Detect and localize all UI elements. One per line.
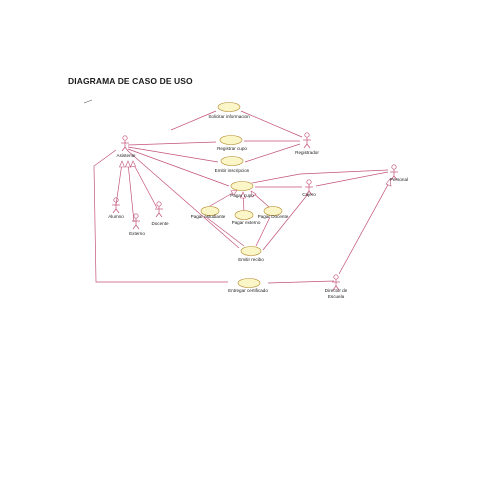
actor-director-escuela[interactable]: Director de Escuela [325,274,348,299]
usecase-label: Emitir inscripcion [215,168,250,173]
usecase-label: Emitir recibo [238,257,264,262]
gen-externo-asistente [127,162,135,223]
actor-cajero[interactable]: Cajero [302,179,316,197]
actor-registrador[interactable]: Registrador [295,132,319,155]
actor-label: Alumno [108,214,124,219]
actor-asistente[interactable]: Asistente [117,135,136,158]
actor-docente[interactable]: Docente [151,201,169,226]
usecase-label: Solicitar informacion [208,114,250,119]
assoc-pagar-cupo-personal [251,169,389,184]
arrowhead-director-personal [385,178,392,187]
actors: Asistente Registrador Cajero Personal [108,132,408,299]
usecase-pagar-externo[interactable]: Pagar externo [232,210,261,226]
incl-estudiante-recibo [205,216,245,247]
usecase-label: Registrar cupo [217,146,247,151]
usecase-emitir-inscripcion[interactable]: Emitir inscripcion [215,156,250,174]
assoc-director-entregar-certificado [267,280,335,284]
actor-label: Director de [325,288,348,293]
assoc-solicitar-link [170,110,217,131]
actor-label: Escuela [328,294,345,299]
actor-label: Cajero [302,192,316,197]
generalization-arrowheads [119,160,392,199]
usecase-pagar-docente[interactable]: Pagar Docente [258,206,289,220]
gen-docente-asistente [132,162,158,209]
diagram-title: DIAGRAMA DE CASO DE USO [68,76,193,86]
assoc-asistente-emitir-inscripcion [127,146,219,163]
arrowhead-docente [130,160,136,168]
usecase-emitir-recibo[interactable]: Emitir recibo [238,246,264,263]
assoc-asistente-registrar-cupo [127,141,217,146]
actor-label: Asistente [117,153,136,158]
arrowhead-externo [125,160,131,168]
use-cases: Solicitar informacion Registrar cupo Emi… [191,102,289,294]
usecase-solicitar-informacion[interactable]: Solicitar informacion [208,102,250,120]
usecase-entregar-certificado[interactable]: Entregar certificado [228,278,268,294]
gen-director-personal [338,180,391,275]
incl-docente-recibo [255,216,271,247]
actor-alumno[interactable]: Alumno [108,197,124,219]
usecase-label: Pagar Docente [258,214,289,219]
actor-label: Externo [129,231,145,236]
actor-label: Docente [151,221,169,226]
actor-personal[interactable]: Personal [390,164,408,182]
usecase-label: Pagar cupo [230,193,254,198]
actor-label: Personal [390,177,408,182]
usecase-pagar-estudiante[interactable]: Pagar estudiante [191,206,226,220]
assoc-cajero-emitir-recibo [262,193,309,251]
assoc-asistente-emitir-recibo [127,150,240,249]
usecase-pagar-cupo[interactable]: Pagar cupo [230,181,254,199]
arrowhead-pagar-docente [250,190,257,198]
usecase-label: Entregar certificado [228,288,268,293]
assoc-asistente-entregar-certificado [93,149,228,283]
assoc-cajero-personal [315,171,389,187]
arrowhead-pagar-externo [240,191,246,199]
association-lines [93,110,391,284]
actor-label: Registrador [295,150,319,155]
arrowhead-pagar-estudiante [230,189,238,196]
assoc-asistente-pagar-cupo [127,148,230,187]
arrowhead-alumno [119,160,125,168]
gen-pagar-estudiante [209,190,237,207]
gen-alumno-asistente [115,162,123,206]
stray-mark [83,99,93,104]
assoc-registrador-solicitar [240,110,303,138]
assoc-registrador-emitir-inscripcion [244,143,301,163]
actor-externo[interactable]: Externo [129,213,145,236]
usecase-registrar-cupo[interactable]: Registrar cupo [217,135,247,152]
usecase-label: Pagar estudiante [191,214,226,219]
usecase-label: Pagar externo [232,220,261,225]
